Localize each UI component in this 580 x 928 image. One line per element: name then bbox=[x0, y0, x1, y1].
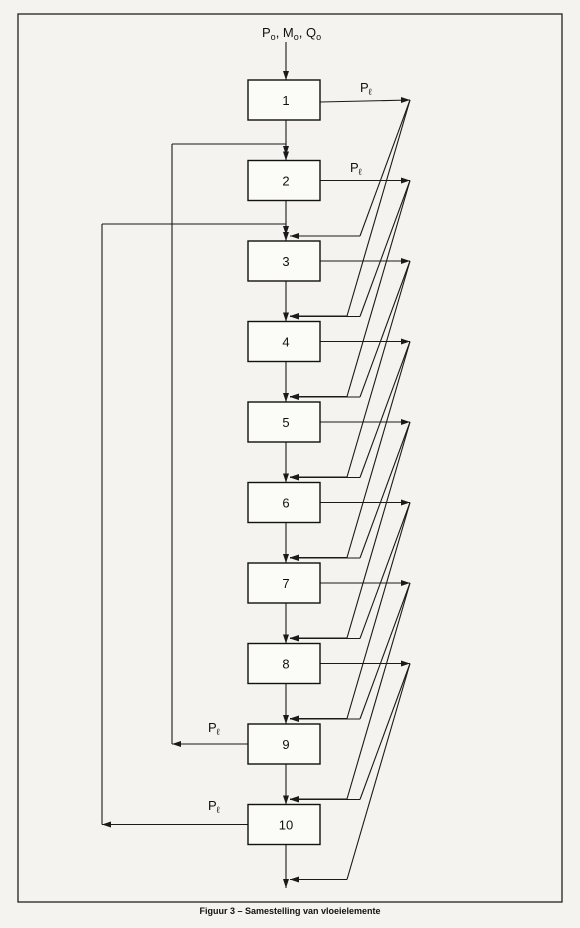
element-box bbox=[247, 240, 321, 282]
outflow-arrow bbox=[401, 499, 410, 506]
leak-label: Pℓ bbox=[208, 798, 221, 815]
element-label: 10 bbox=[279, 818, 293, 833]
element-box bbox=[247, 803, 321, 846]
main-flow-arrow bbox=[283, 795, 289, 805]
bypass-diagonal-line bbox=[346, 260, 411, 478]
return-diagonal-line bbox=[359, 260, 411, 398]
bypass-diagonal-line bbox=[346, 421, 411, 639]
element-box bbox=[247, 723, 321, 765]
return-diagonal-line bbox=[359, 180, 411, 317]
return-arrow bbox=[290, 716, 299, 722]
input-label: Po, Mo, Qo bbox=[262, 25, 321, 42]
main-flow-arrow bbox=[283, 393, 289, 402]
bypass-diagonal-line bbox=[346, 502, 411, 719]
outflow-arrow bbox=[401, 97, 410, 103]
element-label: 1 bbox=[282, 93, 289, 108]
main-flow-arrow bbox=[283, 554, 289, 563]
outflow-arrow bbox=[401, 338, 410, 345]
element-box bbox=[247, 642, 321, 685]
loop-a-out-arrow bbox=[172, 741, 181, 747]
bypass-diagonal-line bbox=[346, 341, 411, 558]
return-diagonal-line bbox=[359, 341, 411, 478]
element-label: 5 bbox=[282, 415, 289, 430]
return-diagonal-line bbox=[359, 99, 411, 237]
element-label: 3 bbox=[282, 254, 289, 269]
leak-label: Pℓ bbox=[208, 720, 221, 737]
element-label: 8 bbox=[282, 657, 289, 672]
leak-label-main: P bbox=[360, 80, 369, 95]
main-inlet-arrow bbox=[283, 71, 289, 80]
return-arrow bbox=[290, 233, 299, 239]
return-arrow bbox=[290, 635, 299, 642]
outflow-arrow bbox=[401, 580, 410, 586]
leak-label-main: P bbox=[208, 720, 217, 735]
outflow-arrow bbox=[401, 660, 410, 667]
return-arrow bbox=[290, 555, 299, 561]
return-diagonal-line bbox=[359, 582, 411, 720]
element-label: 9 bbox=[282, 737, 289, 752]
figure-caption: Figuur 3 – Samestelling van vloeielement… bbox=[199, 906, 381, 916]
leak-label-main: P bbox=[350, 160, 359, 175]
element-box bbox=[247, 401, 321, 443]
element-box bbox=[247, 320, 321, 363]
leak-label-sub: ℓ bbox=[369, 87, 373, 97]
element-box bbox=[247, 562, 321, 604]
main-flow-arrow bbox=[283, 151, 289, 161]
return-arrow bbox=[290, 474, 299, 481]
outflow-arrow bbox=[401, 419, 410, 425]
element-box bbox=[247, 79, 321, 121]
bypass-diagonal-line bbox=[346, 99, 411, 317]
element-label: 2 bbox=[282, 174, 289, 189]
element-label: 7 bbox=[282, 576, 289, 591]
main-flow-arrow bbox=[283, 634, 289, 644]
return-diagonal-line bbox=[359, 663, 411, 800]
outflow-arrow bbox=[401, 177, 410, 184]
leak-label-sub: ℓ bbox=[217, 727, 221, 737]
outflow-line bbox=[319, 99, 411, 103]
leak-label: Pℓ bbox=[350, 160, 363, 177]
bypass-return-arrow bbox=[290, 876, 299, 883]
loop-a-in-arrow bbox=[283, 146, 289, 155]
element-box bbox=[247, 481, 321, 524]
return-arrow bbox=[290, 313, 299, 320]
leak-label-main: P bbox=[208, 798, 217, 813]
return-arrow bbox=[290, 394, 299, 400]
figure-frame bbox=[17, 13, 563, 903]
bypass-diagonal-line bbox=[346, 180, 411, 397]
element-boxes: 1 2 3 4 5 6 7 8 9 10 bbox=[247, 79, 321, 846]
leak-label-sub: ℓ bbox=[359, 167, 363, 177]
leak-label-sub: ℓ bbox=[217, 805, 221, 815]
main-flow-arrow bbox=[283, 312, 289, 322]
main-flow-arrow bbox=[283, 473, 289, 483]
bypass-diagonal-line bbox=[346, 582, 411, 800]
loop-b-out-arrow bbox=[102, 821, 111, 828]
element-box bbox=[247, 159, 321, 202]
element-label: 6 bbox=[282, 496, 289, 511]
outflow-arrow bbox=[401, 258, 410, 264]
flow-lines bbox=[101, 42, 411, 888]
main-flow-arrow bbox=[283, 232, 289, 241]
leak-label: Pℓ bbox=[360, 80, 373, 97]
main-flow-arrow bbox=[283, 715, 289, 724]
bypass-diagonal-line bbox=[346, 663, 411, 880]
return-diagonal-line bbox=[359, 502, 411, 639]
main-outlet-arrow bbox=[283, 879, 289, 888]
element-label: 4 bbox=[282, 335, 289, 350]
loop-b-in-arrow bbox=[283, 226, 289, 235]
return-diagonal-line bbox=[359, 421, 411, 559]
return-arrow bbox=[290, 796, 299, 803]
